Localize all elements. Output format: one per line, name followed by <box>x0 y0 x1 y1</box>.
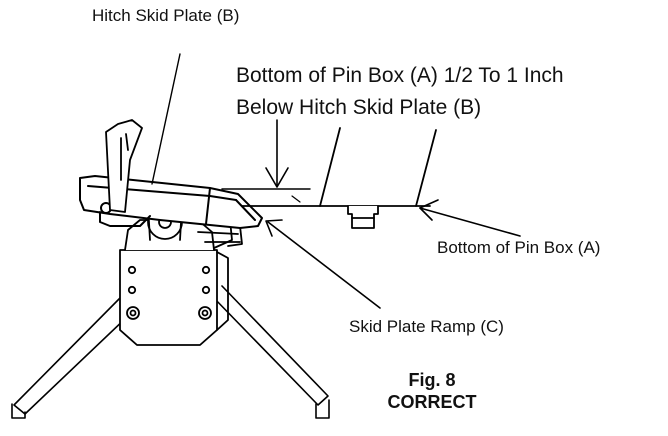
bolt <box>126 306 140 320</box>
pin-box-note-line-1: Bottom of Pin Box (A) 1/2 To 1 Inch <box>236 64 564 87</box>
figure-status: CORRECT <box>387 392 477 412</box>
bolt-hole <box>127 285 137 295</box>
pin-box <box>241 127 437 229</box>
handle-lever <box>105 119 143 213</box>
left-foot <box>11 403 26 419</box>
hitch-skid-plate-label: Hitch Skid Plate (B) <box>92 6 240 25</box>
figure-number: Fig. 8 <box>408 370 456 390</box>
mount-plate <box>119 249 229 346</box>
bolt <box>198 306 212 320</box>
bolt-hole <box>201 285 211 295</box>
left-leg <box>13 295 129 415</box>
king-pin <box>347 205 379 229</box>
right-foot <box>315 399 330 419</box>
pin-box-note-line-2: Below Hitch Skid Plate (B) <box>236 96 482 119</box>
skid-plate <box>79 175 263 229</box>
ramp-arrow <box>265 219 381 309</box>
bolt-hole <box>201 265 211 275</box>
bottom-of-pin-box-label: Bottom of Pin Box (A) <box>437 238 601 257</box>
pin-box-arrow <box>419 199 521 237</box>
bolt-hole <box>127 265 137 275</box>
skid-plate-ramp-label: Skid Plate Ramp (C) <box>349 317 504 336</box>
right-leg <box>211 285 329 406</box>
clearance-arrow <box>265 119 289 188</box>
hitch-leader-line <box>151 53 181 185</box>
tripod-legs <box>11 285 330 419</box>
